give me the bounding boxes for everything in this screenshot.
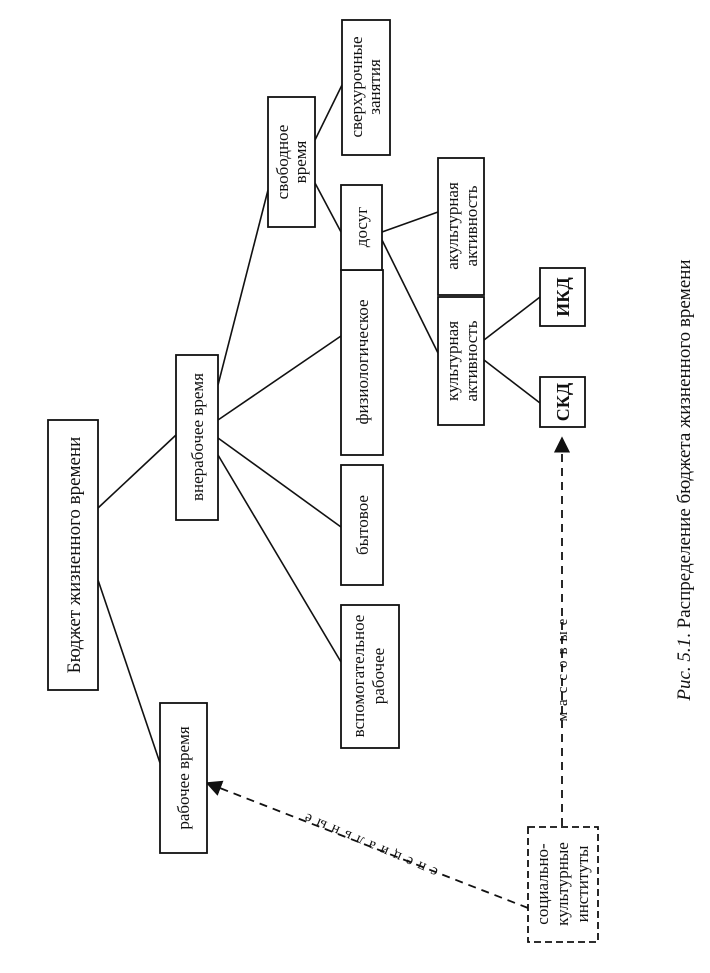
special-label: специальные bbox=[297, 807, 441, 880]
skd-label: СКД bbox=[553, 382, 573, 421]
overtime-label-2: занятия bbox=[365, 59, 384, 115]
physiological-label: физиологическое bbox=[353, 300, 372, 425]
figure-caption: Рис. 5.1. Распределение бюджета жизненно… bbox=[674, 259, 695, 701]
household-label: бытовое bbox=[353, 495, 372, 555]
edge-nonwork-household bbox=[217, 437, 342, 528]
arrow-special bbox=[205, 780, 529, 909]
node-ikd: ИКД bbox=[539, 267, 586, 327]
edge-leisure-acultural bbox=[381, 211, 439, 233]
edge-root-work bbox=[97, 579, 161, 764]
acultural-label-1: акультурная bbox=[443, 182, 462, 270]
node-acultural: акультурная активность bbox=[437, 157, 485, 296]
nonwork-time-label: внерабочее время bbox=[188, 373, 207, 501]
overtime-label-1: сверхурочные bbox=[347, 36, 366, 137]
ikd-label: ИКД bbox=[553, 277, 573, 317]
edge-free-leisure bbox=[314, 182, 342, 233]
node-institutes: социально- культурные институты bbox=[527, 826, 599, 943]
edge-free-overtime bbox=[314, 84, 343, 141]
node-cultural: культурная активность bbox=[437, 296, 485, 426]
node-household: бытовое bbox=[340, 464, 384, 586]
node-aux-work: вспомогательное рабочее bbox=[340, 604, 400, 749]
institutes-label-3: институты bbox=[573, 845, 592, 922]
node-nonwork-time: внерабочее время bbox=[175, 354, 219, 521]
cultural-label-1: культурная bbox=[443, 321, 462, 401]
edge-nonwork-free bbox=[217, 189, 269, 386]
aux-work-label-1: вспомогательное bbox=[349, 615, 368, 738]
free-time-label-1: свободное bbox=[273, 125, 292, 200]
node-skd: СКД bbox=[539, 376, 586, 428]
acultural-label-2: активность bbox=[462, 185, 481, 266]
node-physiological: физиологическое bbox=[340, 269, 384, 456]
mass-label: массовые bbox=[555, 613, 571, 722]
dashed-arrows bbox=[205, 436, 571, 909]
node-leisure: досуг bbox=[340, 184, 383, 271]
edge-cultural-ikd bbox=[483, 296, 541, 341]
node-overtime: сверхурочные занятия bbox=[341, 19, 391, 156]
figure-title: . Распределение бюджета жизненного време… bbox=[674, 259, 695, 637]
work-time-label: рабочее время bbox=[174, 726, 193, 829]
connectors bbox=[97, 84, 541, 764]
edge-leisure-cultural bbox=[381, 239, 439, 354]
aux-work-label-2: рабочее bbox=[369, 648, 388, 704]
figure-number: Рис. 5.1 bbox=[674, 638, 695, 702]
edge-cultural-skd bbox=[483, 359, 541, 404]
institutes-label-2: культурные bbox=[553, 842, 572, 926]
root-label: Бюджет жизненного времени bbox=[64, 437, 85, 674]
node-work-time: рабочее время bbox=[159, 702, 208, 854]
cultural-label-2: активность bbox=[462, 320, 481, 401]
edge-root-nonwork bbox=[97, 434, 177, 509]
edge-nonwork-aux bbox=[217, 454, 342, 663]
edge-nonwork-phys bbox=[217, 335, 342, 421]
institutes-label-1: социально- bbox=[533, 843, 552, 925]
node-root: Бюджет жизненного времени bbox=[47, 419, 99, 691]
node-free-time: свободное время bbox=[267, 96, 316, 228]
free-time-label-2: время bbox=[291, 140, 310, 183]
leisure-label: досуг bbox=[352, 207, 371, 247]
